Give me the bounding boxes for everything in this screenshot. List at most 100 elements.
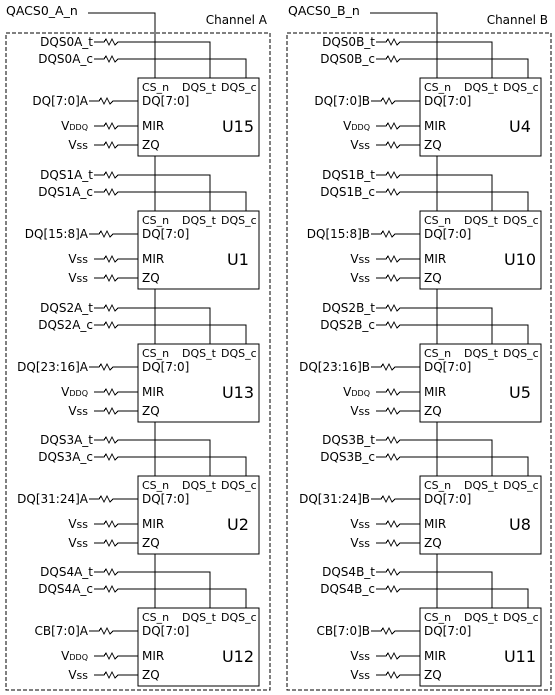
pin-dq-label: DQ[7:0] — [424, 94, 471, 108]
dqs-c-label: DQS3B_c — [320, 450, 375, 464]
mir-supply-label: VDDQ — [61, 649, 88, 663]
zq-supply-label: Vss — [68, 536, 88, 550]
dq-label: DQ[23:16]B — [299, 360, 370, 374]
resistor-icon — [376, 320, 406, 330]
resistor-icon — [94, 519, 138, 529]
dq-label: DQ[15:8]B — [307, 227, 370, 241]
mir-supply-label: VDDQ — [61, 385, 88, 399]
pin-mir-label: MIR — [142, 517, 164, 531]
chip-designator: U15 — [222, 117, 254, 136]
channel-signal-label: QACS0_B_n — [288, 3, 360, 18]
zq-supply-label: Vss — [350, 271, 370, 285]
resistor-icon — [371, 494, 420, 504]
resistor-icon — [94, 406, 138, 416]
resistor-icon — [94, 452, 124, 462]
pin-zq-label: ZQ — [424, 536, 442, 550]
resistor-icon — [94, 254, 138, 264]
resistor-icon — [376, 303, 406, 313]
channel-frame — [286, 32, 552, 691]
pin-mir-label: MIR — [424, 385, 446, 399]
pin-zq-label: ZQ — [424, 271, 442, 285]
dqs-t-label: DQS0A_t — [40, 35, 93, 49]
zq-supply-label: Vss — [350, 404, 370, 418]
pin-dqs-t-label: DQS_t — [182, 81, 217, 94]
zq-supply-label: Vss — [68, 138, 88, 152]
dq-label: DQ[7:0]B — [314, 94, 370, 108]
channel-label: Channel B — [487, 13, 548, 27]
resistor-icon — [376, 651, 420, 661]
pin-dqs-c-label: DQS_c — [503, 611, 539, 624]
resistor-icon — [89, 229, 138, 239]
dqs-t-label: DQS3B_t — [322, 433, 375, 447]
pin-dq-label: DQ[7:0] — [424, 360, 471, 374]
resistor-icon — [376, 121, 420, 131]
dqs-c-wire — [406, 191, 529, 211]
resistor-icon — [94, 37, 124, 47]
dqs-t-label: DQS4A_t — [40, 565, 93, 579]
dram-chip — [137, 210, 260, 290]
pin-dq-label: DQ[7:0] — [142, 94, 189, 108]
dqs-c-wire — [406, 588, 529, 608]
pin-dqs-t-label: DQS_t — [464, 214, 499, 227]
dqs-t-wire — [406, 41, 493, 78]
dram-chip — [419, 343, 542, 423]
pin-zq-label: ZQ — [142, 138, 160, 152]
pin-mir-label: MIR — [424, 649, 446, 663]
mir-supply-label: VDDQ — [343, 119, 370, 133]
pin-cs-label: CS_n — [424, 81, 451, 94]
dqs-t-wire — [406, 307, 493, 344]
pin-cs-label: CS_n — [424, 611, 451, 624]
dqs-t-label: DQS1B_t — [322, 168, 375, 182]
pin-cs-label: CS_n — [424, 214, 451, 227]
pin-dqs-c-label: DQS_c — [221, 81, 257, 94]
dqs-c-wire — [124, 58, 247, 78]
pin-dq-label: DQ[7:0] — [424, 492, 471, 506]
pin-cs-label: CS_n — [142, 479, 169, 492]
pin-dq-label: DQ[7:0] — [424, 227, 471, 241]
mir-supply-label: Vss — [350, 517, 370, 531]
pin-cs-label: CS_n — [424, 479, 451, 492]
dqs-c-wire — [406, 324, 529, 344]
resistor-icon — [94, 670, 138, 680]
resistor-icon — [371, 229, 420, 239]
pin-dqs-c-label: DQS_c — [503, 479, 539, 492]
channel-frame — [5, 32, 271, 691]
resistor-icon — [94, 584, 124, 594]
pin-dqs-c-label: DQS_c — [503, 347, 539, 360]
resistor-icon — [94, 187, 124, 197]
dqs-t-label: DQS0B_t — [322, 35, 375, 49]
pin-zq-label: ZQ — [142, 404, 160, 418]
dq-label: DQ[7:0]A — [32, 94, 88, 108]
dram-chip — [137, 607, 260, 687]
pin-cs-label: CS_n — [142, 214, 169, 227]
resistor-icon — [376, 670, 420, 680]
pin-dqs-c-label: DQS_c — [503, 81, 539, 94]
resistor-icon — [376, 584, 406, 594]
pin-dqs-t-label: DQS_t — [464, 81, 499, 94]
zq-supply-label: Vss — [350, 138, 370, 152]
dqs-c-wire — [124, 324, 247, 344]
cs-bus-line — [88, 12, 156, 78]
dram-chip — [419, 475, 542, 555]
resistor-icon — [376, 273, 420, 283]
dqs-c-label: DQS2A_c — [38, 318, 93, 332]
pin-mir-label: MIR — [424, 119, 446, 133]
dqs-t-label: DQS3A_t — [40, 433, 93, 447]
resistor-icon — [94, 567, 124, 577]
dqs-c-label: DQS3A_c — [38, 450, 93, 464]
resistor-icon — [94, 273, 138, 283]
mir-supply-label: VDDQ — [343, 385, 370, 399]
pin-dqs-t-label: DQS_t — [182, 214, 217, 227]
resistor-icon — [94, 651, 138, 661]
dqs-c-label: DQS0A_c — [38, 52, 93, 66]
mir-supply-label: Vss — [68, 252, 88, 266]
dqs-c-wire — [406, 58, 529, 78]
pin-mir-label: MIR — [424, 517, 446, 531]
pin-mir-label: MIR — [142, 252, 164, 266]
dqs-t-wire — [406, 571, 493, 608]
